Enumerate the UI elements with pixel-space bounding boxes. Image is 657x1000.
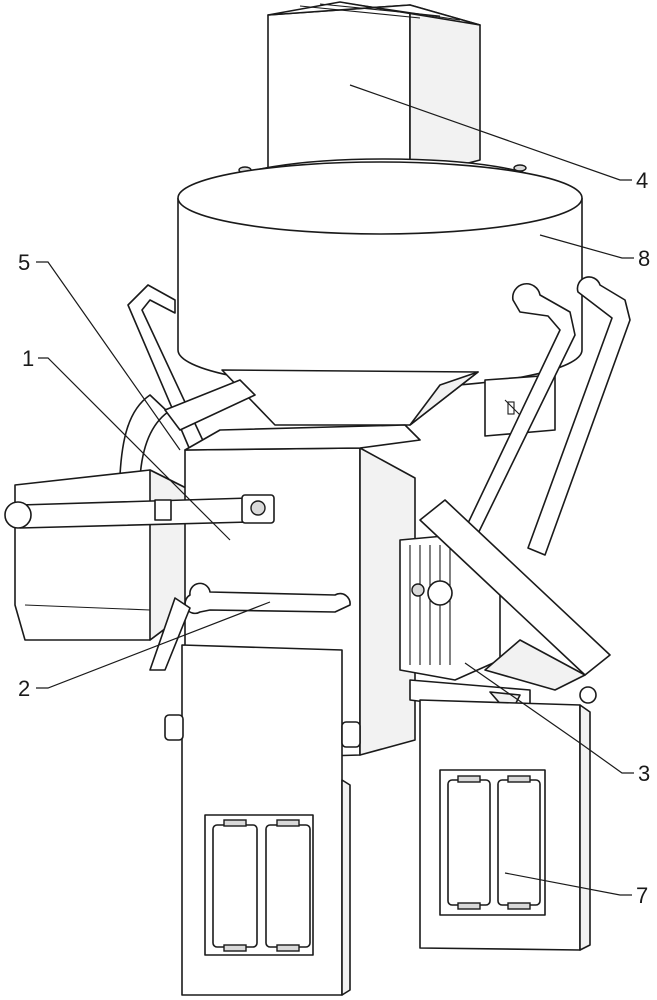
- callout-3: 3: [638, 761, 650, 786]
- callout-4: 4: [636, 168, 648, 193]
- funnel: [221, 369, 479, 426]
- callout-5: 5: [18, 250, 30, 275]
- right-plate: [419, 686, 597, 951]
- leader-4: [349, 84, 632, 181]
- left-plate: [164, 644, 361, 996]
- leader-3: [464, 662, 634, 774]
- clamp-mechanism: [399, 499, 611, 716]
- callout-7: 7: [636, 883, 648, 908]
- leader-8: [539, 234, 634, 259]
- callout-1: 1: [22, 346, 34, 371]
- leader-2: [36, 601, 271, 689]
- main-cylinder: [177, 161, 583, 389]
- callout-2: 2: [18, 676, 30, 701]
- top-square-block: [267, 1, 481, 179]
- leader-5: [36, 261, 181, 451]
- leader-1: [38, 357, 231, 541]
- leader-7: [504, 872, 632, 896]
- handle: [149, 582, 351, 671]
- leader-lines: [36, 84, 634, 896]
- callout-8: 8: [638, 246, 650, 271]
- horizontal-rod: [4, 494, 275, 529]
- left-motor-housing: [14, 469, 191, 641]
